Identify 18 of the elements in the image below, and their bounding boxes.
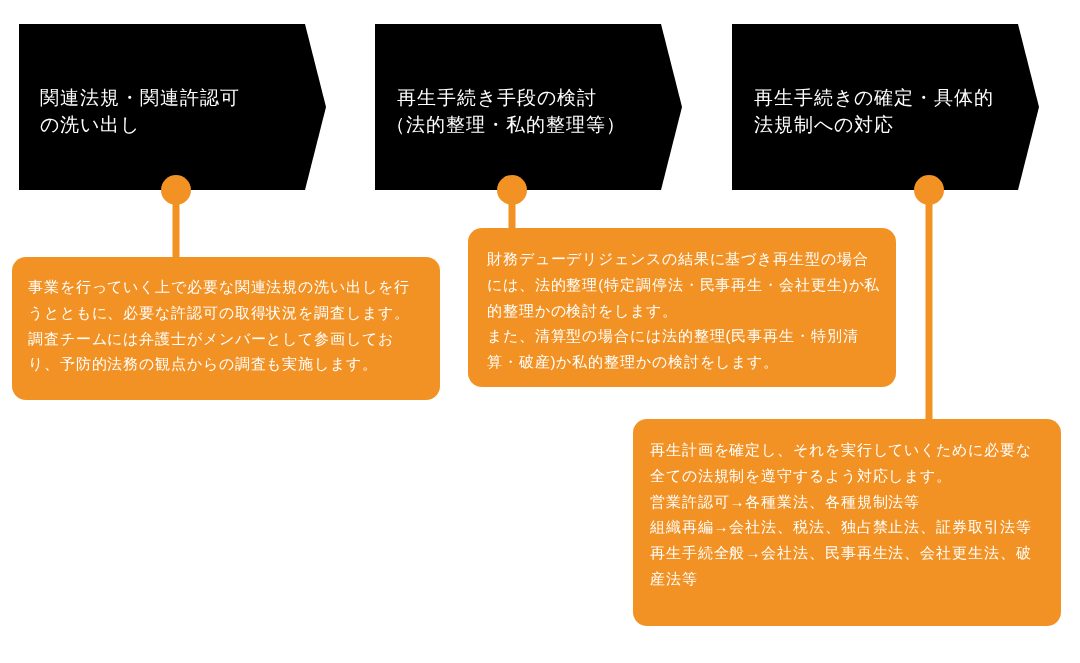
description-text: 再生手続全般→会社法、民事再生法、会社更生法、破産法等: [650, 543, 1033, 589]
description-text: 事業を行っていく上で必要な関連法規の洗い出しを行うとともに、必要な許認可の取得状況を調査します。調査チームには弁護士がメンバーとして参画しており、予防的法務の観点からの調査も実施します。: [28, 277, 411, 375]
step-chevron: [375, 24, 682, 190]
step-title: 再生手続きの確定・具体的法規制への対応: [754, 86, 995, 137]
description-box: [12, 257, 440, 400]
step-title: 関連法規・関連許認可の洗い出し: [40, 86, 241, 137]
step-chevron: [19, 24, 326, 190]
description-text: また、清算型の場合には法的整理(民事再生・特別清算・破産)か私的整理かの検討をします。: [487, 326, 860, 373]
description-text: 再生計画を確定し、それを実行していくために必要な全ての法規制を遵守するよう対応します。: [650, 440, 1033, 486]
description-text: 財務デューデリジェンスの結果に基づき再生型の場合には、法的整理(特定調停法・民事再生・会社更生)か私的整理かの検討をします。: [487, 249, 882, 321]
description-box: [633, 419, 1061, 626]
description-box: [468, 228, 896, 387]
step-chevron: [732, 24, 1039, 190]
description-text: 組織再編→会社法、税法、独占禁止法、証券取引法等: [650, 517, 1033, 538]
step-title: 再生手続き手段の検討（法的整理・私的整理等）: [386, 86, 627, 137]
description-text: 営業許認可→各種業法、各種規制法等: [650, 491, 922, 512]
connector-line: [161, 175, 191, 257]
connector-line: [914, 175, 944, 419]
